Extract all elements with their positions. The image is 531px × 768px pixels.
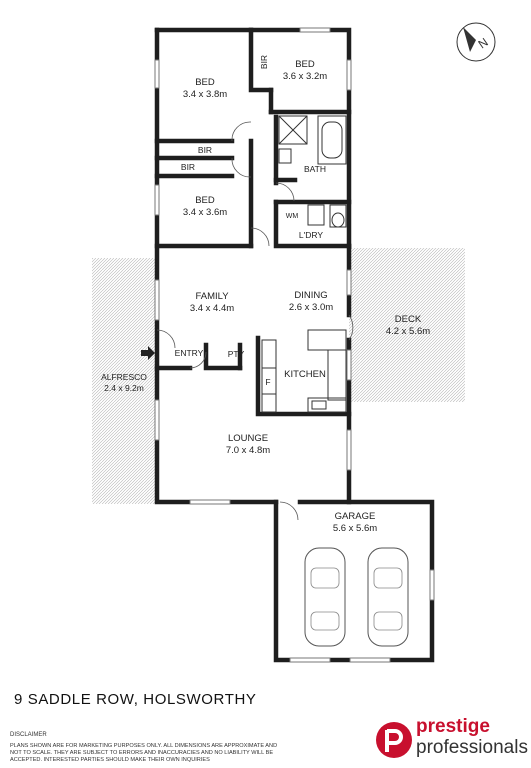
garage-dims: 5.6 x 5.6m <box>333 523 377 534</box>
deck-dims: 4.2 x 5.6m <box>386 326 430 337</box>
wm-label: WM <box>286 213 299 220</box>
lounge-dims: 7.0 x 4.8m <box>226 445 270 456</box>
kitchen-label: KITCHEN <box>284 369 326 380</box>
property-address: 9 SADDLE ROW, HOLSWORTHY <box>14 691 257 708</box>
alfresco-area <box>92 258 155 504</box>
lounge-label: LOUNGE <box>228 433 268 444</box>
bath-fixtures <box>278 115 347 228</box>
deck-area <box>349 248 465 402</box>
brand-subname: professionals <box>416 737 528 758</box>
bed2-dims: 3.6 x 3.2m <box>283 71 327 82</box>
deck-label: DECK <box>395 314 422 325</box>
alfresco-label: ALFRESCO <box>101 372 147 382</box>
prestige-logo-icon <box>376 722 412 758</box>
pty-label: PTY <box>228 349 245 359</box>
entry-label: ENTRY <box>175 348 204 358</box>
bed2-label: BED <box>295 59 315 70</box>
bir-mid-label: BIR <box>198 145 212 155</box>
floor-plan: N <box>92 22 496 663</box>
bed3-dims: 3.4 x 3.6m <box>183 207 227 218</box>
north-arrow-icon: N <box>456 22 496 62</box>
bir-low-label: BIR <box>181 162 195 172</box>
bed1-label: BED <box>195 77 215 88</box>
kitchen-benches <box>261 329 347 413</box>
bir-top-label: BIR <box>259 55 269 69</box>
disclaimer-text: Plans shown are for marketing purposes o… <box>10 743 278 763</box>
family-dims: 3.4 x 4.4m <box>190 303 234 314</box>
ldry-label: L'DRY <box>299 230 323 240</box>
disclaimer-title: DISCLAIMER <box>10 732 47 738</box>
family-label: FAMILY <box>195 291 229 302</box>
windows <box>154 27 435 663</box>
dining-dims: 2.6 x 3.0m <box>289 302 333 313</box>
garage-label: GARAGE <box>335 511 376 522</box>
fridge-label: F <box>265 377 270 387</box>
bed3-label: BED <box>195 195 215 206</box>
brand-name: prestige <box>416 716 490 737</box>
doors <box>156 121 354 521</box>
walls <box>154 27 435 663</box>
bed1-dims: 3.4 x 3.8m <box>183 89 227 100</box>
car-icon <box>367 547 409 647</box>
alfresco-dims: 2.4 x 9.2m <box>104 383 144 393</box>
bath-label: BATH <box>304 164 326 174</box>
dining-label: DINING <box>294 290 327 301</box>
entry-arrow-icon <box>141 346 155 360</box>
car-icon <box>304 547 346 647</box>
